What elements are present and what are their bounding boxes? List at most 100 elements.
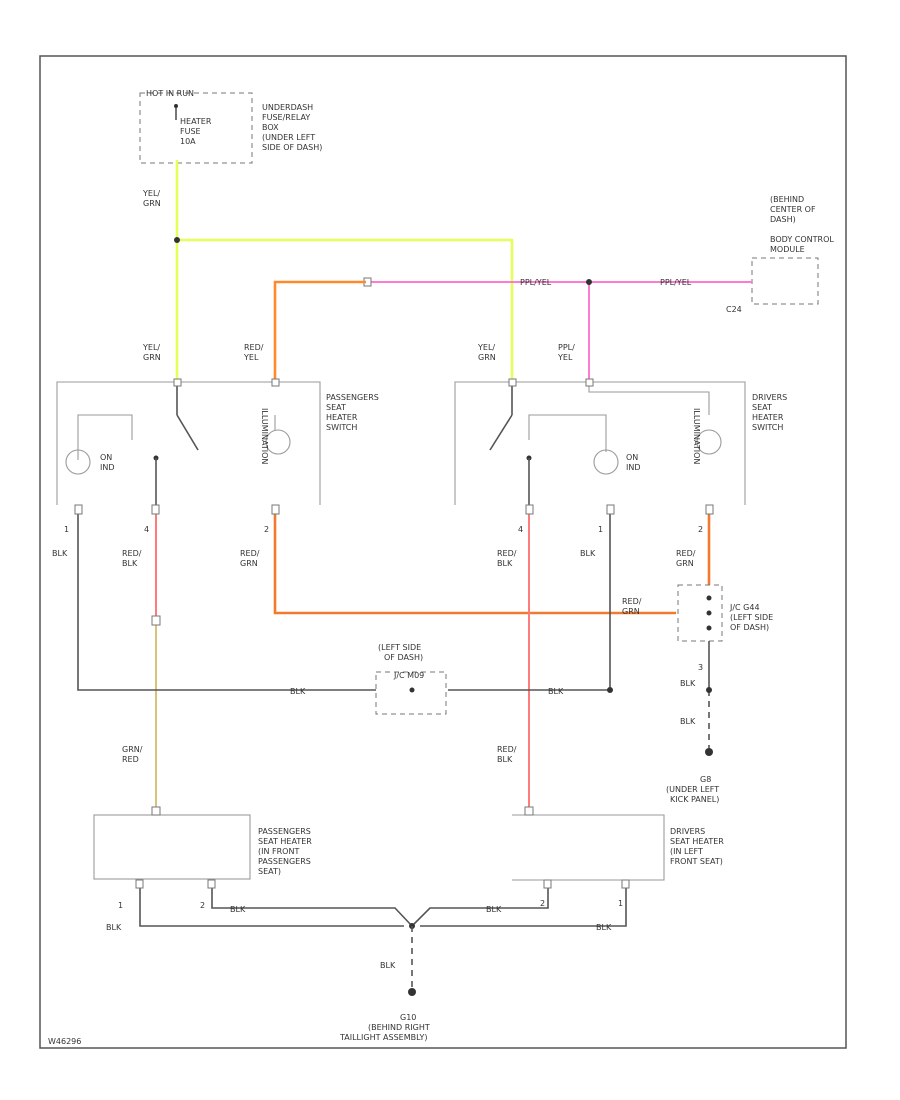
drv-feed-terminal (508, 378, 517, 387)
drv-pin2: 2 (698, 525, 703, 534)
fuse-line-3: 10A (180, 137, 196, 146)
drv-pin2-wire-2: GRN (676, 559, 694, 568)
drv-heater-in-2: BLK (497, 755, 513, 764)
drv-illum-bus (588, 386, 710, 415)
drv-ind-2: IND (626, 463, 641, 472)
diagram-frame (39, 55, 847, 1049)
pass-heater-desc-3: (IN FRONT (258, 847, 299, 856)
drv-pin1-terminal (606, 504, 615, 515)
left-dash-tag: J/C M09 (393, 671, 424, 680)
drv-heater-gnd-2 (411, 884, 549, 927)
yel-grn-top-1: YEL/ (142, 189, 160, 198)
drv-illum-lamp (696, 429, 722, 455)
jc-blk-1: BLK (680, 679, 696, 688)
fuse-node (174, 104, 178, 108)
pass-heater-desc-1: PASSENGERS (258, 827, 311, 836)
fuse-box-outline (139, 92, 253, 164)
red-yel-wire (273, 280, 366, 382)
pass-heater-desc-2: SEAT HEATER (258, 837, 312, 846)
g-left-desc-1: G8 (700, 775, 711, 784)
pass-pin2: 2 (264, 525, 269, 534)
jc-desc-2: (LEFT SIDE (730, 613, 773, 622)
drv-ind-lamp (593, 449, 619, 475)
pass-ind-2: IND (100, 463, 115, 472)
drv-heater-desc-1: DRIVERS (670, 827, 705, 836)
drv-heater-pin1-terminal (621, 879, 630, 889)
ground-desc-3: TAILLIGHT ASSEMBLY) (339, 1033, 428, 1042)
drv-feed-1: YEL/ (477, 343, 495, 352)
drv-heater-pin1: 1 (618, 899, 623, 908)
yel-grn-feed-wire (175, 160, 514, 382)
drv-pin4: 4 (518, 525, 523, 534)
drv-heater-desc-4: FRONT SEAT) (670, 857, 723, 866)
seat-blk-3: BLK (486, 905, 502, 914)
pass-pin2-terminal (271, 504, 280, 515)
yel-grn-splice (174, 237, 180, 243)
drv-switch-desc-4: SWITCH (752, 423, 783, 432)
pass-illum-terminal (271, 378, 280, 387)
pass-pin1-wire: BLK (52, 549, 68, 558)
fuse-box-desc-2: FUSE/RELAY (262, 113, 310, 122)
bcm-desc-1: (BEHIND (770, 195, 804, 204)
pass-heater-gnd-2 (211, 884, 413, 927)
pass-pin2-wire-2: GRN (240, 559, 258, 568)
pass-pin1: 1 (64, 525, 69, 534)
pass-ind-1: ON (100, 453, 112, 462)
fuse-box-desc-1: UNDERDASH (262, 103, 313, 112)
pass-heater-box (93, 814, 251, 880)
fuse-line-1: HEATER (180, 117, 212, 126)
pass-switch-desc-4: SWITCH (326, 423, 357, 432)
pass-illum-label: ILLUMINATION (260, 408, 269, 464)
drv-pin4-wire-1: RED/ (497, 549, 517, 558)
ppl-yel-1-label: PPL/YEL (520, 278, 552, 287)
pass-heater-in-2: RED (122, 755, 139, 764)
pass-pin4-terminal (151, 504, 160, 515)
pass-pin2-wire-1: RED/ (240, 549, 260, 558)
fuse-box-desc-3: BOX (262, 123, 279, 132)
pass-switch-desc-3: HEATER (326, 413, 358, 422)
ground-point (408, 988, 416, 996)
fuse-line-2: FUSE (180, 127, 201, 136)
pass-switch-desc-2: SEAT (326, 403, 346, 412)
bcm-desc-3: DASH) (770, 215, 796, 224)
bcm-desc-4: BODY CONTROL (770, 235, 834, 244)
fuse-box-desc-5: SIDE OF DASH) (262, 143, 322, 152)
blk-right-label: BLK (548, 687, 564, 696)
blk-left-label: BLK (290, 687, 306, 696)
pass-illum-wire-1: RED/ (244, 343, 264, 352)
left-dash-jc-outline (375, 671, 447, 715)
pass-heater-pin1-terminal (135, 879, 144, 889)
bcm-outline (751, 257, 819, 305)
pass-heater-pin2-terminal (207, 879, 216, 889)
drv-pin2-wire-1: RED/ (676, 549, 696, 558)
fuse-box-tag: HOT IN RUN (146, 89, 194, 98)
drv-switch-desc-3: HEATER (752, 413, 784, 422)
g-left-desc-2: (UNDER LEFT (666, 785, 719, 794)
jc-blk-2: BLK (680, 717, 696, 726)
pass-switch-box (56, 381, 321, 505)
left-dash-desc-2: OF DASH) (384, 653, 423, 662)
ground-desc-1: G10 (400, 1013, 416, 1022)
drv-feed-2: GRN (478, 353, 496, 362)
drv-illum-wire-2: YEL (557, 353, 573, 362)
yel-grn-top-2: GRN (143, 199, 161, 208)
jc-outline (677, 584, 723, 642)
drv-pin4-terminal (525, 504, 534, 515)
blk-splice (607, 687, 613, 693)
red-grn-pass-wire (273, 512, 676, 615)
seat-blk-1: BLK (106, 923, 122, 932)
drv-pin1-wire: BLK (580, 549, 596, 558)
drv-illum-label: ILLUMINATION (692, 408, 701, 464)
pass-heater-in-1: GRN/ (122, 745, 143, 754)
drv-illum-wire-1: PPL/ (558, 343, 575, 352)
drv-switch-desc-2: SEAT (752, 403, 772, 412)
pass-heater-desc-5: SEAT) (258, 867, 281, 876)
seat-blk-2: BLK (230, 905, 246, 914)
pass-illum-lamp (265, 429, 291, 455)
ppl-yel-2-label: PPL/YEL (660, 278, 692, 287)
ground-blk-label: BLK (380, 961, 396, 970)
pass-ind-lamp (65, 449, 91, 475)
bcm-desc-2: CENTER OF (770, 205, 816, 214)
drv-heater-desc-2: SEAT HEATER (670, 837, 724, 846)
drv-pin4-wire-2: BLK (497, 559, 513, 568)
